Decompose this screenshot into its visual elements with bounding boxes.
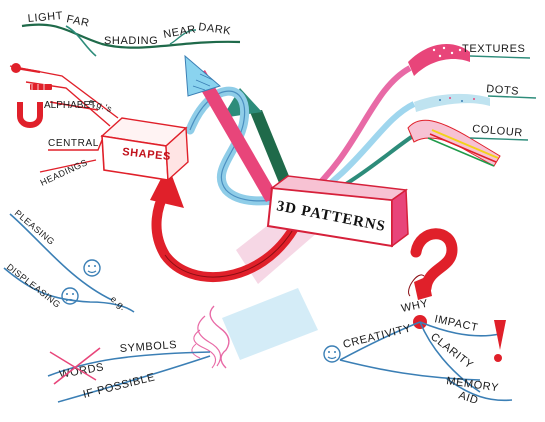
textures-tube (408, 43, 470, 76)
shapes-label: SHAPES (122, 146, 172, 163)
impact-label: IMPACT (433, 313, 479, 334)
shapes-examples: ALPHABET e.g.'s CENTRAL HEADINGS (9, 63, 119, 188)
displeasing-label: DISPLEASING (5, 262, 63, 310)
alphabet-label: ALPHABET (44, 100, 96, 111)
memory-label: MEMORY (446, 375, 500, 394)
smiley-icon (83, 259, 101, 277)
u-magnet-icon (17, 102, 43, 128)
bolt-icon (30, 84, 52, 90)
colour-label: COLOUR (472, 123, 524, 139)
question-mark-icon (408, 228, 458, 300)
colour-tube (407, 119, 501, 167)
dots-tube (414, 93, 490, 112)
shading-branch: LIGHT FAR SHADING NEAR DARK (21, 10, 241, 57)
pink-arrow (184, 54, 278, 202)
pleasing-label: PLEASING (13, 208, 57, 247)
left-branches: PLEASING DISPLEASING e.g. WORDS SYMBOLS … (3, 208, 211, 403)
clarity-label: CLARITY (428, 331, 475, 372)
frown-icon (61, 287, 79, 305)
central-label-text: CENTRAL (48, 138, 99, 149)
why-branch: WHY CREATIVITY IMPACT CLARITY MEMORY AID (323, 297, 513, 407)
central-node: 3D PATTERNS (266, 175, 409, 248)
symbols-label: SYMBOLS (119, 339, 177, 355)
word-far: FAR (65, 13, 90, 30)
smiley-icon (323, 345, 341, 363)
why-label: WHY (400, 297, 429, 314)
exclamation-icon (494, 320, 506, 362)
textures-label: TEXTURES (462, 43, 525, 55)
headings-label: HEADINGS (39, 157, 89, 188)
if-possible-label: IF POSSIBLE (82, 371, 157, 401)
dots-label: DOTS (486, 83, 520, 98)
word-light: LIGHT (27, 10, 63, 25)
eg-label: e.g.'s (87, 96, 113, 114)
word-shading: SHADING (104, 35, 158, 47)
aid-label: AID (457, 389, 480, 407)
eg-left-label: e.g. (109, 294, 128, 313)
shapes-node: SHAPES (100, 117, 189, 182)
word-near: NEAR (162, 23, 197, 41)
right-branches: TEXTURES DOTS COLOUR (407, 43, 537, 167)
creativity-label: CREATIVITY (342, 322, 413, 351)
words-crossed: WORDS (49, 347, 105, 385)
red-swirl-arrow (150, 165, 299, 283)
pin-icon (11, 63, 41, 74)
word-dark: DARK (198, 21, 232, 37)
